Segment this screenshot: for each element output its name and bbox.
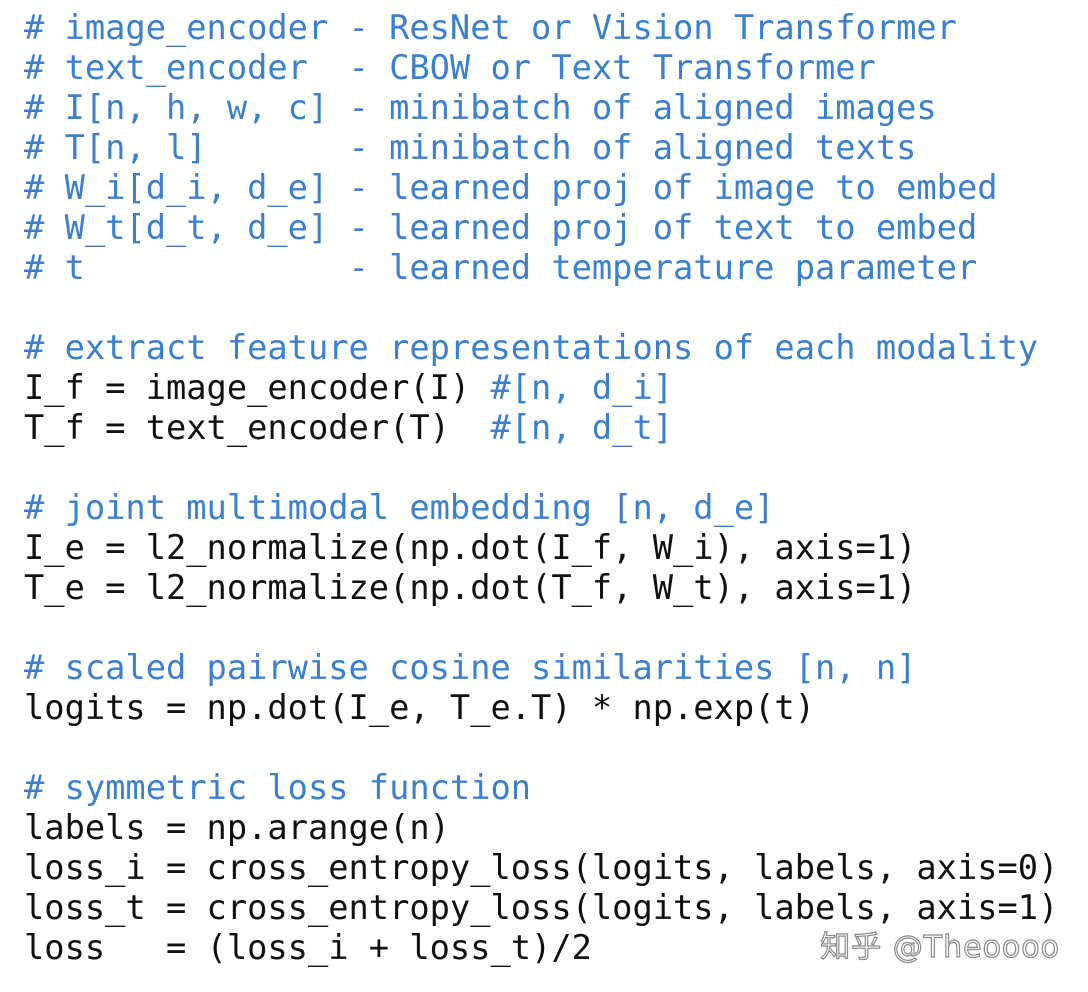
code-comment: # scaled pairwise cosine similarities [n…	[24, 648, 917, 687]
code-statement: labels = np.arange(n)	[24, 808, 450, 847]
code-line: # T[n, l] - minibatch of aligned texts	[24, 128, 1058, 168]
code-comment: #[n, d_t]	[490, 408, 674, 447]
watermark-text: 知乎 @Theoooo	[820, 929, 1060, 965]
blank-line	[24, 448, 1058, 488]
code-line: T_f = text_encoder(T) #[n, d_t]	[24, 408, 1058, 448]
code-statement: T_f = text_encoder(T)	[24, 408, 491, 447]
code-comment: # joint multimodal embedding [n, d_e]	[24, 488, 775, 527]
code-comment: # text_encoder - CBOW or Text Transforme…	[24, 48, 876, 87]
code-comment: # W_t[d_t, d_e] - learned proj of text t…	[24, 208, 978, 247]
code-line: T_e = l2_normalize(np.dot(T_f, W_t), axi…	[24, 568, 1058, 608]
code-line: loss_i = cross_entropy_loss(logits, labe…	[24, 848, 1058, 888]
code-statement: loss_t = cross_entropy_loss(logits, labe…	[24, 888, 1059, 927]
code-line: logits = np.dot(I_e, T_e.T) * np.exp(t)	[24, 688, 1058, 728]
code-statement: T_e = l2_normalize(np.dot(T_f, W_t), axi…	[24, 568, 917, 607]
code-line: labels = np.arange(n)	[24, 808, 1058, 848]
code-line: loss = (loss_i + loss_t)/2	[24, 928, 1058, 968]
code-comment: #[n, d_i]	[490, 368, 674, 407]
code-block: # image_encoder - ResNet or Vision Trans…	[24, 8, 1058, 968]
code-line: # W_t[d_t, d_e] - learned proj of text t…	[24, 208, 1058, 248]
blank-line	[24, 288, 1058, 328]
code-comment: # image_encoder - ResNet or Vision Trans…	[24, 8, 957, 47]
code-line: # W_i[d_i, d_e] - learned proj of image …	[24, 168, 1058, 208]
code-line: # t - learned temperature parameter	[24, 248, 1058, 288]
code-statement: loss_i = cross_entropy_loss(logits, labe…	[24, 848, 1059, 887]
code-line: # extract feature representations of eac…	[24, 328, 1058, 368]
code-statement: I_f = image_encoder(I)	[24, 368, 491, 407]
code-line: I_e = l2_normalize(np.dot(I_f, W_i), axi…	[24, 528, 1058, 568]
blank-line	[24, 728, 1058, 768]
blank-line	[24, 608, 1058, 648]
code-comment: # extract feature representations of eac…	[24, 328, 1039, 367]
code-comment: # T[n, l] - minibatch of aligned texts	[24, 128, 917, 167]
code-statement: logits = np.dot(I_e, T_e.T) * np.exp(t)	[24, 688, 815, 727]
code-line: I_f = image_encoder(I) #[n, d_i]	[24, 368, 1058, 408]
code-comment: # t - learned temperature parameter	[24, 248, 978, 287]
code-comment: # I[n, h, w, c] - minibatch of aligned i…	[24, 88, 937, 127]
code-line: # I[n, h, w, c] - minibatch of aligned i…	[24, 88, 1058, 128]
code-statement: I_e = l2_normalize(np.dot(I_f, W_i), axi…	[24, 528, 917, 567]
code-line: # joint multimodal embedding [n, d_e]	[24, 488, 1058, 528]
code-comment: # W_i[d_i, d_e] - learned proj of image …	[24, 168, 998, 207]
code-line: # image_encoder - ResNet or Vision Trans…	[24, 8, 1058, 48]
code-statement: loss = (loss_i + loss_t)/2	[24, 928, 592, 967]
code-line: loss_t = cross_entropy_loss(logits, labe…	[24, 888, 1058, 928]
code-line: # text_encoder - CBOW or Text Transforme…	[24, 48, 1058, 88]
code-line: # symmetric loss function	[24, 768, 1058, 808]
code-comment: # symmetric loss function	[24, 768, 532, 807]
code-line: # scaled pairwise cosine similarities [n…	[24, 648, 1058, 688]
